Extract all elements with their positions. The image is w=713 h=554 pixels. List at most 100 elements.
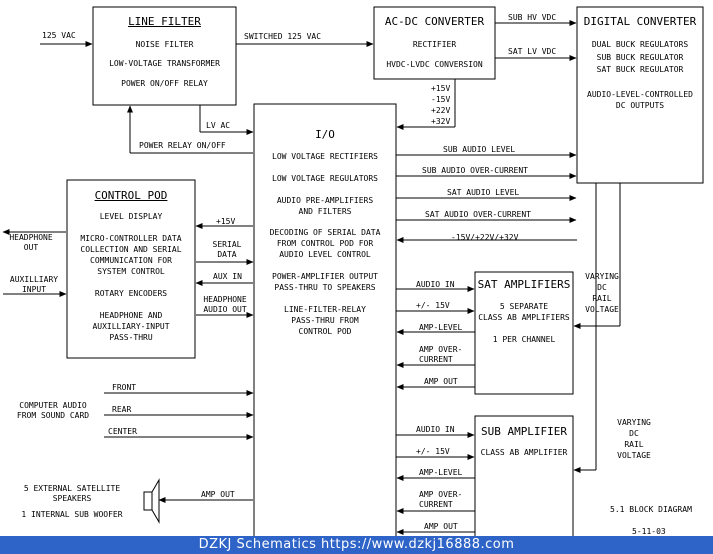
auxiliary-input-label: INPUT	[21, 285, 47, 294]
rail-bus-label: -15V/+22V/+32V	[451, 233, 519, 242]
control-pod-item: HEADPHONE AND	[99, 311, 163, 320]
headphone-out-label: HEADPHONE	[9, 233, 53, 242]
line-filter-item: POWER ON/OFF RELAY	[121, 79, 208, 88]
sat-lv-vdc-label: SAT LV VDC	[508, 47, 557, 56]
sub-audio-level-label: SUB AUDIO LEVEL	[443, 145, 516, 154]
headphone-out-label: OUT	[23, 243, 39, 252]
io-item: LINE-FILTER-RELAY	[284, 305, 366, 314]
speaker-amp-out-label: AMP OUT	[201, 490, 235, 499]
headphone-audio-out-label: AUDIO OUT	[203, 305, 247, 314]
lv-ac-label: LV AC	[206, 121, 231, 130]
sub-amp-out-label: AMP OUT	[424, 522, 458, 531]
watermark-banner: DZKJ Schematics https://www.dzkj16888.co…	[0, 536, 713, 554]
serial-data-label: DATA	[217, 250, 237, 259]
power-relay-label: POWER RELAY ON/OFF	[139, 141, 226, 150]
sub-audio-oc-label: SUB AUDIO OVER-CURRENT	[422, 166, 528, 175]
io-item: LOW VOLTAGE RECTIFIERS	[272, 152, 378, 161]
control-pod-block	[66, 179, 196, 359]
front-label: FRONT	[112, 383, 137, 392]
rear-label: REAR	[112, 405, 132, 414]
io-title: I/O	[315, 128, 335, 141]
sub-varying-label: VOLTAGE	[617, 451, 651, 460]
ac-dc-title: AC-DC CONVERTER	[384, 15, 485, 28]
ac-dc-item: HVDC-LVDC CONVERSION	[386, 60, 483, 69]
sat-amplifiers-item: 1 PER CHANNEL	[492, 335, 556, 344]
diagram-date: 5-11-03	[632, 527, 666, 536]
digital-converter-item: DC OUTPUTS	[615, 101, 665, 110]
headphone-audio-out-label: HEADPHONE	[203, 295, 247, 304]
speakers-label: 1 INTERNAL SUB WOOFER	[21, 510, 123, 519]
sat-pm15-label: +/- 15V	[416, 301, 450, 310]
input-125vac-label: 125 VAC	[42, 31, 76, 40]
io-item: PASS-THRU FROM	[291, 316, 359, 325]
sat-amp-level-label: AMP-LEVEL	[419, 323, 463, 332]
rail-label: +22V	[431, 106, 451, 115]
io-item: AND FILTERS	[298, 207, 352, 216]
sub-amp-oc-label: CURRENT	[419, 500, 453, 509]
sat-audio-oc-label: SAT AUDIO OVER-CURRENT	[425, 210, 531, 219]
sat-amp-oc-label: CURRENT	[419, 355, 453, 364]
digital-converter-block	[576, 6, 704, 184]
sat-audio-in-label: AUDIO IN	[416, 280, 455, 289]
control-pod-item: SYSTEM CONTROL	[97, 267, 165, 276]
control-pod-item: ROTARY ENCODERS	[94, 289, 168, 298]
line-filter-title: LINE FILTER	[128, 15, 201, 28]
sub-varying-label: RAIL	[624, 440, 644, 449]
sub-hv-vdc-label: SUB HV VDC	[508, 13, 557, 22]
sub-amplifier-title: SUB AMPLIFIER	[480, 425, 568, 438]
io-item: AUDIO LEVEL CONTROL	[279, 250, 371, 259]
sat-audio-level-label: SAT AUDIO LEVEL	[447, 188, 520, 197]
line-filter-block	[92, 6, 237, 106]
speaker-icon	[143, 478, 160, 524]
digital-converter-item: SAT BUCK REGULATOR	[596, 65, 684, 74]
io-item: CONTROL POD	[298, 327, 352, 336]
io-item: FROM CONTROL POD FOR	[276, 239, 374, 248]
rail-label: -15V	[431, 95, 451, 104]
rail-label: +32V	[431, 117, 451, 126]
io-item: PASS-THRU TO SPEAKERS	[274, 283, 376, 292]
control-pod-item: PASS-THRU	[109, 333, 153, 342]
switched-125vac-label: SWITCHED 125 VAC	[244, 32, 322, 41]
plus15-label: +15V	[216, 217, 236, 226]
sat-varying-label: VARYING	[585, 272, 619, 281]
io-item: POWER-AMPLIFIER OUTPUT	[272, 272, 378, 281]
digital-converter-title: DIGITAL CONVERTER	[583, 15, 697, 28]
sub-amp-level-label: AMP-LEVEL	[419, 468, 463, 477]
control-pod-title: CONTROL POD	[94, 189, 168, 202]
control-pod-item: MICRO-CONTROLLER DATA	[80, 234, 182, 243]
ac-dc-item: RECTIFIER	[412, 40, 457, 49]
auxiliary-input-label: AUXILLIARY	[9, 275, 59, 284]
ac-dc-converter-block	[373, 6, 496, 80]
io-item: AUDIO PRE-AMPLIFIERS	[276, 196, 374, 205]
digital-converter-item: DUAL BUCK REGULATORS	[591, 40, 689, 49]
diagram-title: 5.1 BLOCK DIAGRAM	[610, 505, 692, 514]
computer-audio-label: COMPUTER AUDIO	[19, 401, 87, 410]
sub-amplifier-item: CLASS AB AMPLIFIER	[480, 448, 568, 457]
aux-in-label: AUX IN	[213, 272, 242, 281]
center-label: CENTER	[108, 427, 137, 436]
computer-audio-label: FROM SOUND CARD	[16, 411, 90, 420]
control-pod-item: COMMUNICATION FOR	[90, 256, 172, 265]
sat-amplifiers-block	[474, 271, 574, 395]
sat-varying-label: RAIL	[592, 294, 612, 303]
line-filter-item: LOW-VOLTAGE TRANSFORMER	[109, 59, 220, 68]
sub-audio-in-label: AUDIO IN	[416, 425, 455, 434]
sat-varying-label: VOLTAGE	[585, 305, 619, 314]
sub-varying-label: VARYING	[617, 418, 651, 427]
io-item: LOW VOLTAGE REGULATORS	[272, 174, 378, 183]
control-pod-item: AUXILLIARY-INPUT	[92, 322, 170, 331]
sub-amp-oc-label: AMP OVER-	[419, 490, 463, 499]
io-item: DECODING OF SERIAL DATA	[269, 228, 381, 237]
sub-varying-label: DC	[629, 429, 639, 438]
sat-amp-oc-label: AMP OVER-	[419, 345, 463, 354]
line-filter-item: NOISE FILTER	[135, 40, 194, 49]
sat-amplifiers-item: CLASS AB AMPLIFIERS	[478, 313, 570, 322]
speakers-label: 5 EXTERNAL SATELLITE	[23, 484, 121, 493]
sat-amplifiers-item: 5 SEPARATE	[499, 302, 549, 311]
rail-label: +15V	[431, 84, 451, 93]
digital-converter-item: SUB BUCK REGULATOR	[596, 53, 684, 62]
digital-converter-item: AUDIO-LEVEL-CONTROLLED	[587, 90, 693, 99]
sat-amp-out-label: AMP OUT	[424, 377, 458, 386]
speakers-label: SPEAKERS	[52, 494, 92, 503]
control-pod-item: LEVEL DISPLAY	[99, 212, 163, 221]
